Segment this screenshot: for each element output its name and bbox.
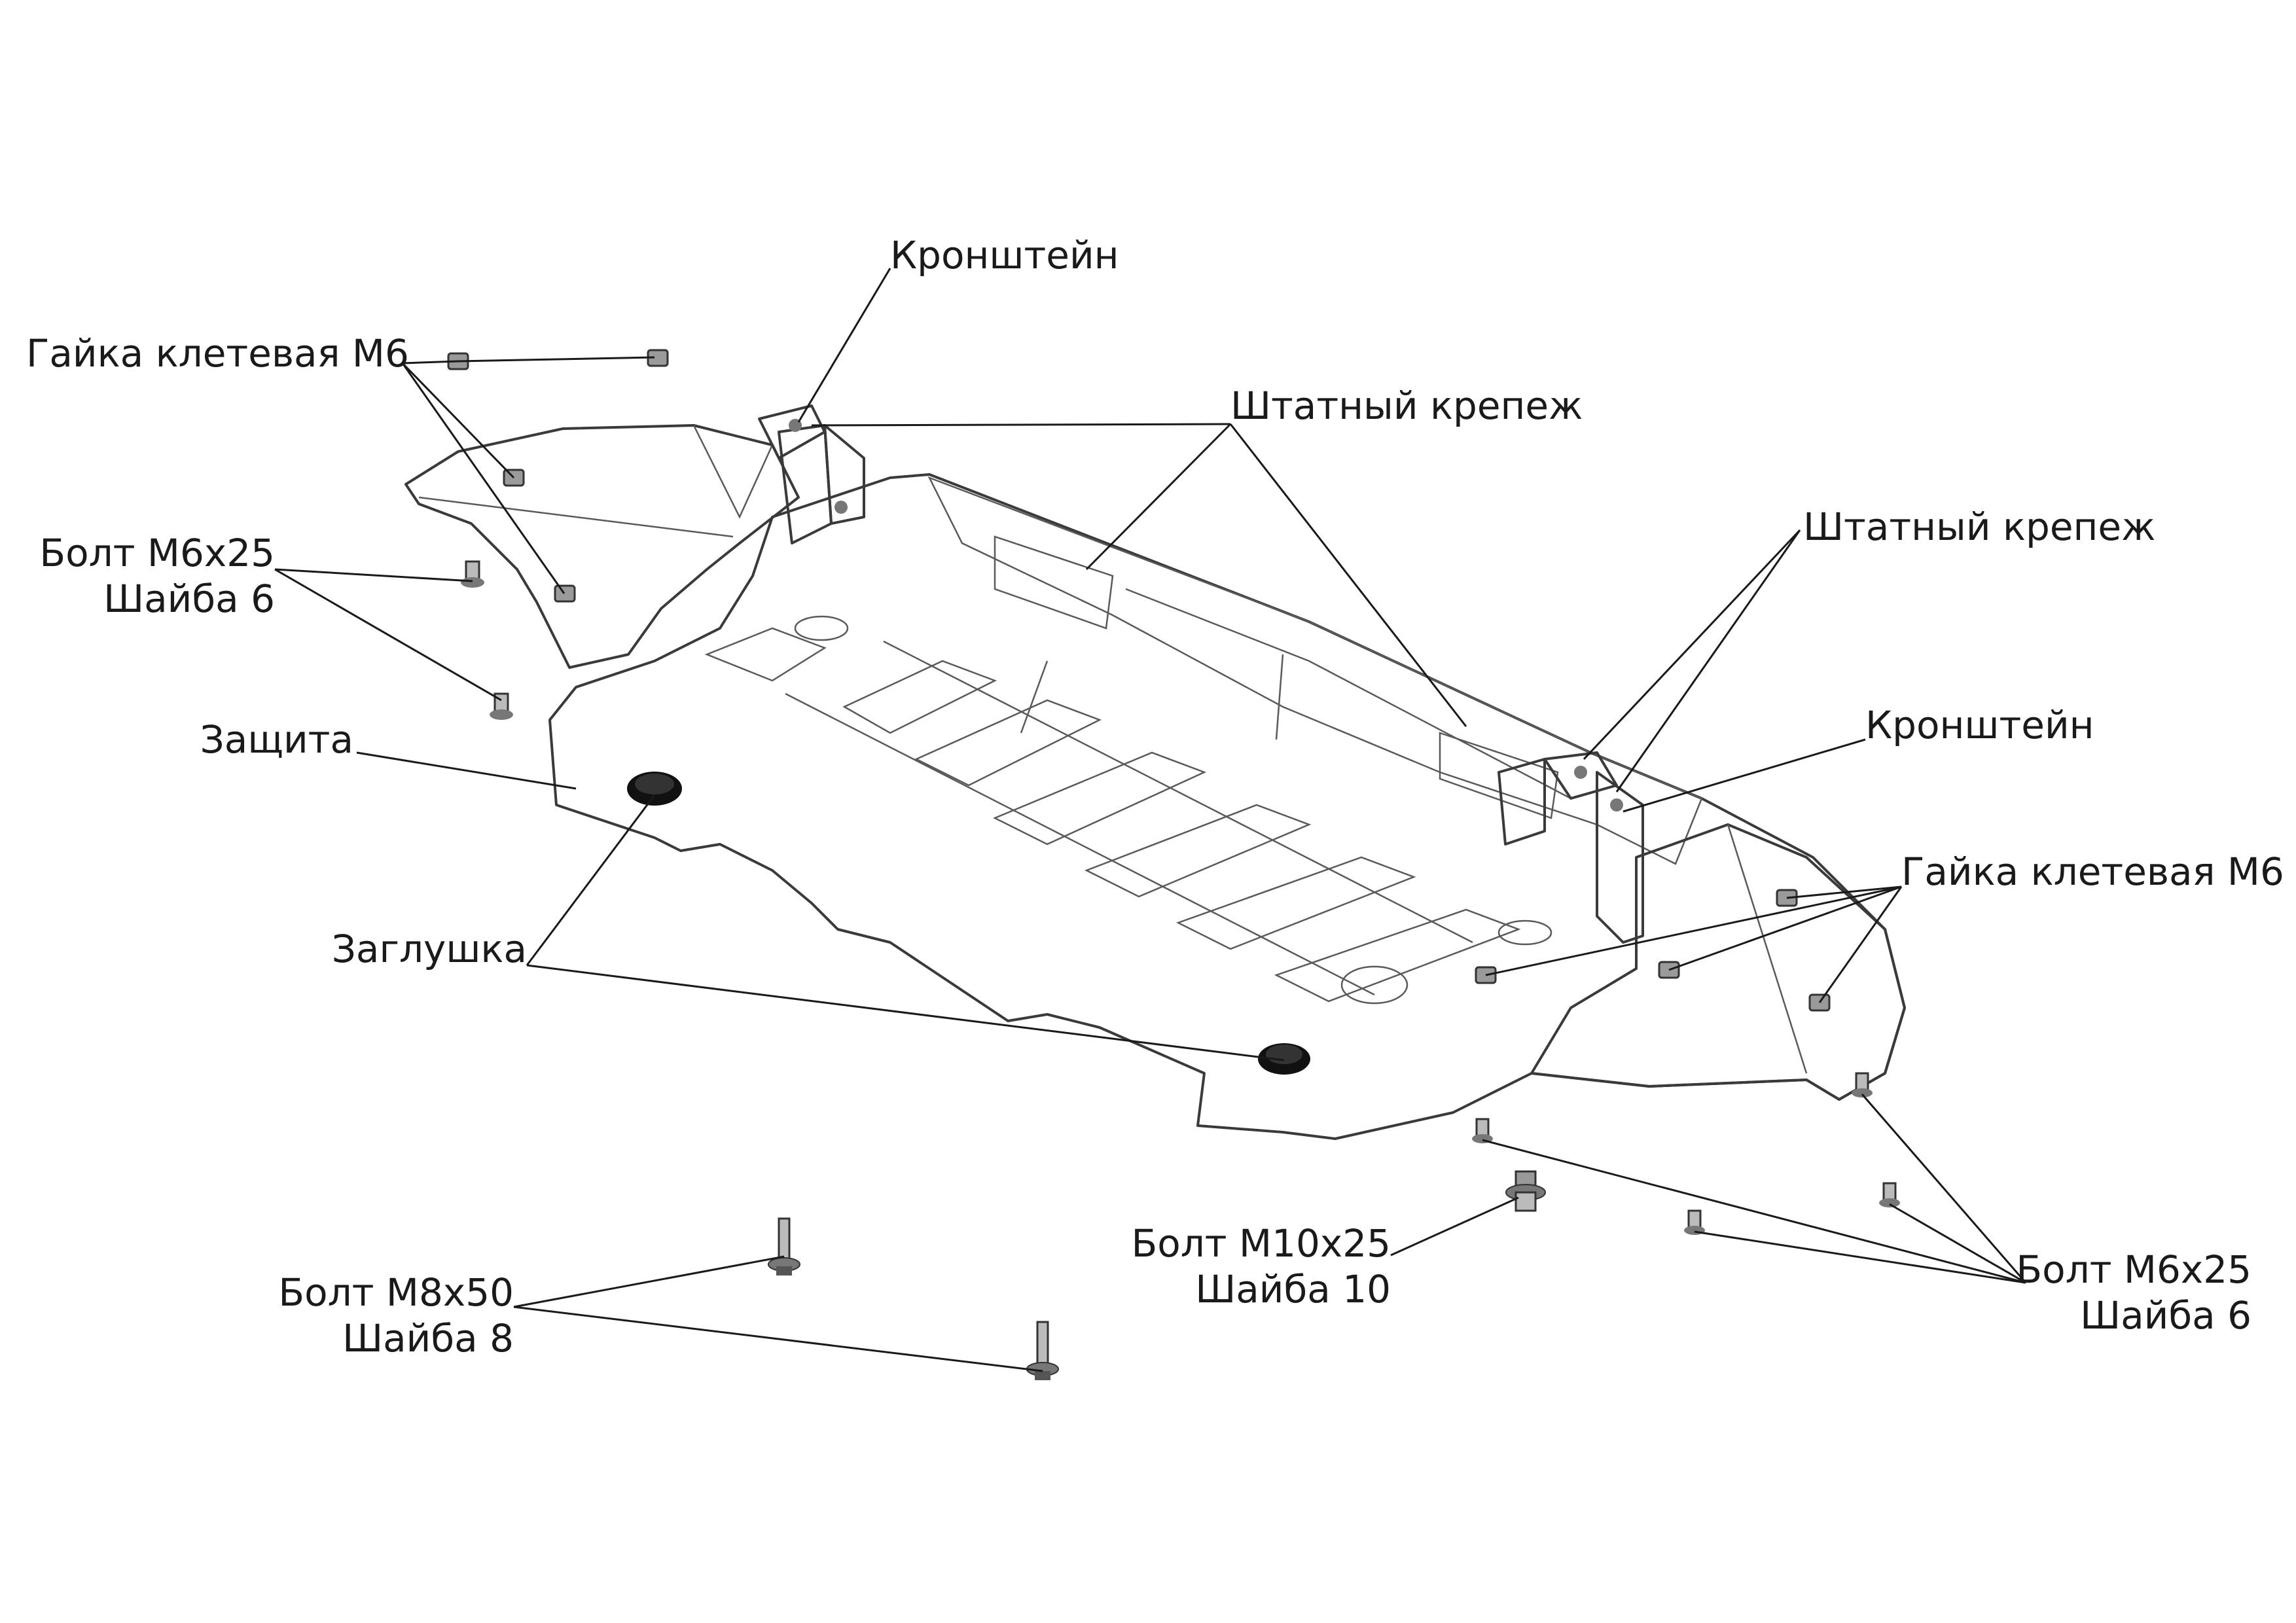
bolt-m6-left-b [490,692,513,720]
label-washer-6-left: Шайба 6 [103,577,275,621]
main-body-panel [548,473,1906,1140]
bracket-top [758,404,865,544]
recess-1 [994,535,1114,630]
bolt-m10 [1505,1170,1546,1212]
label-bolt-m8: Болт М8х50 [278,1270,514,1315]
label-washer-8: Шайба 8 [342,1316,514,1361]
label-washer-10: Шайба 10 [1195,1267,1391,1311]
label-guard: Защита [200,717,353,762]
bolt-m6-right-b [1684,1209,1705,1235]
label-cage-nut-left: Гайка клетевая М6 [26,331,409,376]
label-plug: Заглушка [332,927,527,971]
left-wing-panel [404,424,800,669]
bolt-m6-right-c [1879,1182,1900,1207]
right-wing-panel [1530,823,1906,1101]
round-hole [1340,965,1408,1005]
label-bolt-m6-right: Болт М6х25 [2016,1247,2251,1292]
bolt-m6-left-a [461,560,484,588]
bolt-m6-right-d [1852,1072,1873,1097]
leader-lines [274,268,2027,1372]
plug-left [627,772,682,806]
label-cage-nut-right: Гайка клетевая М6 [1901,849,2284,894]
bolt-m8-a [768,1217,800,1275]
recess-2 [1439,732,1559,819]
bolt-m6-right-a [1472,1118,1493,1143]
cage-nuts [447,349,1831,1012]
bracket-right [1498,751,1644,944]
label-bracket-top: Кронштейн [890,233,1119,277]
labels: Гайка клетевая М6 Кронштейн Штатный креп… [26,233,2284,1361]
bolt-m8-b [1026,1321,1059,1380]
label-washer-6-right: Шайба 6 [2080,1293,2251,1338]
label-standard-fastener-2: Штатный крепеж [1803,505,2155,549]
label-bolt-m10: Болт М10х25 [1131,1221,1391,1266]
stamped-ribs [704,588,1571,1003]
slope-shade [927,476,1703,865]
label-standard-fastener-1: Штатный крепеж [1230,383,1583,428]
oval-slot-right [1498,919,1552,946]
label-bracket-right: Кронштейн [1865,703,2094,747]
oval-slot-left [794,615,849,641]
label-bolt-m6-left: Болт М6х25 [39,531,275,575]
